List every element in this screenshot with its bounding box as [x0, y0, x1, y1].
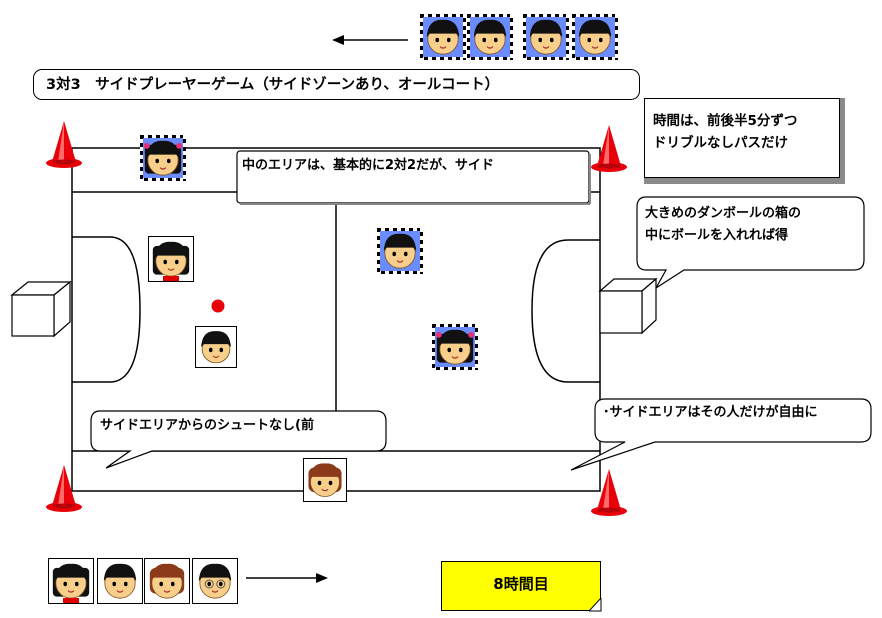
time-note: 時間は、前後半5分ずつ ドリブルなしパスだけ	[644, 98, 840, 178]
right-goal-area	[531, 239, 600, 383]
player-face-right-2	[432, 324, 480, 374]
player-face-top-4	[572, 14, 620, 64]
player-face-bottom-1	[48, 558, 94, 608]
callout-side-text: ･サイドエリアはその人だけが自由に	[603, 405, 818, 420]
callout-middle-text: 中のエリアは、基本的に2対2だが、サイド	[242, 158, 494, 173]
callout-goal-line2: 中にボールを入れれば得	[645, 228, 789, 243]
callout-goal-text: 大きめのダンボールの箱の 中にボールを入れれば得	[645, 203, 860, 247]
period-label: 8時間目	[441, 561, 601, 611]
player-face-right-1	[377, 228, 425, 278]
callout-side-shape	[570, 398, 872, 471]
left-goal-area	[72, 236, 141, 383]
player-face-bottom-4	[192, 558, 238, 608]
time-note-line2: ドリブルなしパスだけ	[653, 135, 788, 151]
player-face-left-2	[195, 326, 237, 372]
cone-bottom-right	[591, 469, 627, 516]
player-face-side-top	[140, 135, 188, 185]
callout-shoot-shape	[90, 410, 387, 469]
note-fold	[589, 598, 602, 612]
cone-bottom-left	[46, 465, 82, 512]
left-goal-box	[10, 280, 72, 338]
page-title: 3対3 サイドプレーヤーゲーム（サイドゾーンあり、オールコート）	[33, 69, 640, 100]
player-face-left-1	[148, 236, 194, 286]
callout-shoot-text: サイドエリアからのシュートなし(前	[100, 418, 314, 433]
cone-top-left	[46, 121, 82, 168]
player-face-top-1	[420, 14, 468, 64]
callout-goal-shape	[636, 196, 865, 289]
time-note-line1: 時間は、前後半5分ずつ	[653, 113, 798, 129]
player-face-top-3	[523, 14, 571, 64]
player-face-side-bottom	[303, 458, 347, 506]
right-goal-box	[598, 277, 658, 335]
player-face-bottom-2	[97, 558, 143, 608]
callout-goal-line1: 大きめのダンボールの箱の	[645, 206, 802, 221]
ball	[211, 299, 225, 313]
right-arrow	[246, 573, 328, 583]
cone-top-right	[591, 125, 627, 172]
left-arrow	[332, 35, 408, 45]
player-face-bottom-3	[144, 558, 190, 608]
callout-middle-shape	[236, 150, 591, 205]
